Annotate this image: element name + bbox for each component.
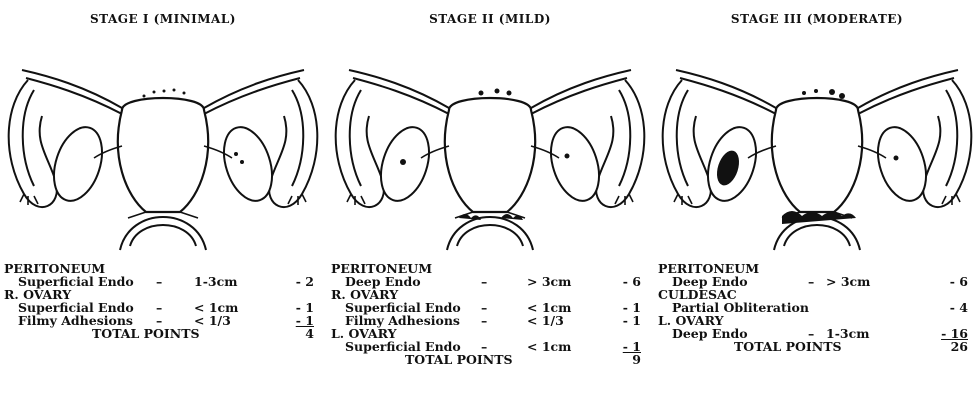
total-points: 26 (950, 340, 968, 353)
stage-panel-1: STAGE I (MINIMAL) PERITONEUM Superficial… (0, 0, 326, 413)
row-points: - 4 (950, 301, 968, 314)
points-table: PERITONEUM Superficial Endo–1-3cm- 2 R. … (4, 262, 322, 341)
stage-title: STAGE II (MILD) (327, 12, 653, 26)
total-label: TOTAL POINTS (92, 327, 200, 340)
row-points: - 6 (950, 275, 968, 288)
total-points: 4 (296, 327, 314, 340)
stage-panel-2: STAGE II (MILD) PERITONEUM Deep Endo–> 3… (327, 0, 653, 413)
points-table: PERITONEUM Deep Endo–> 3cm- 6 CULDESAC P… (658, 262, 976, 354)
uterus-illustration (654, 46, 980, 256)
row-points: - 2 (296, 275, 314, 288)
row-size: 1-3cm (194, 275, 237, 288)
total-row: TOTAL POINTS 4 (4, 327, 322, 341)
row-size: > 3cm (826, 275, 870, 288)
total-points: 9 (623, 353, 641, 366)
total-row: TOTAL POINTS 26 (658, 340, 976, 354)
row-operator: – (481, 275, 487, 288)
row-operator: – (481, 314, 487, 327)
stage-title: STAGE I (MINIMAL) (0, 12, 326, 26)
total-label: TOTAL POINTS (734, 340, 842, 353)
total-row: TOTAL POINTS 9 (331, 353, 649, 367)
row-size: < 1/3 (527, 314, 564, 327)
row-size: < 1cm (527, 340, 571, 353)
row-operator: – (808, 275, 814, 288)
uterus-illustration (327, 46, 653, 256)
row-operator: – (156, 275, 162, 288)
stage-panel-3: STAGE III (MODERATE) PERITONEUM Deep End… (654, 0, 980, 413)
uterus-illustration (0, 46, 326, 256)
stage-title: STAGE III (MODERATE) (654, 12, 980, 26)
row-points: - 1 (623, 314, 641, 327)
row-size: > 3cm (527, 275, 571, 288)
points-table: PERITONEUM Deep Endo–> 3cm- 6 R. OVARY S… (331, 262, 649, 367)
total-label: TOTAL POINTS (405, 353, 513, 366)
row-points: - 6 (623, 275, 641, 288)
